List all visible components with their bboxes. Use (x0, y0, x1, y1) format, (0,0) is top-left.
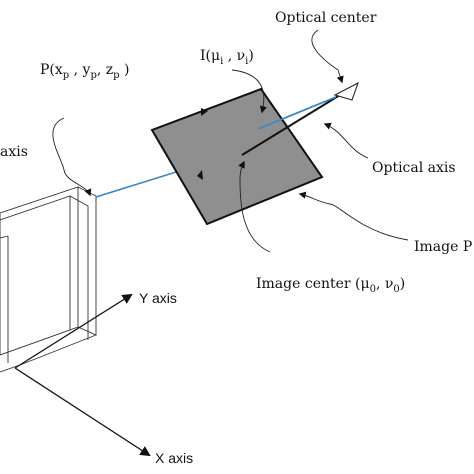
x-axis-line (14, 367, 151, 457)
leader-optical-axis (323, 122, 369, 159)
point-p-label: P(xp , yp, zp ) (40, 62, 129, 81)
leader-image-point (231, 69, 267, 114)
world-frame-box (0, 186, 97, 373)
x-axis-label: X axis (155, 450, 193, 466)
leader-optical-center (311, 29, 344, 84)
leader-point-p (52, 117, 92, 197)
leader-image-center (238, 160, 271, 253)
image-plane-surface (150, 87, 324, 226)
y-axis: Y axis (14, 290, 177, 369)
triangle-arrow-icon (197, 170, 203, 180)
leader-image-plane (298, 191, 409, 241)
optical-center-label: Optical center (275, 10, 377, 26)
image-center-label: Image center (μ0, ν0) (256, 276, 405, 295)
image-plane (150, 87, 324, 226)
image-plane-label: Image P (414, 239, 472, 255)
box-inner-edges (0, 195, 71, 363)
y-axis-label: Y axis (139, 290, 177, 306)
image-point-label: I(μi , νi) (200, 48, 254, 67)
optical-axis-highlight (257, 96, 337, 130)
optical-axis-label: Optical axis (372, 160, 456, 176)
triangle-arrow-icon (201, 108, 208, 116)
y-axis-line (14, 293, 133, 369)
x-axis: X axis (14, 367, 193, 466)
world-axis-partial-label: axis (0, 144, 28, 160)
box-front-face (0, 186, 79, 356)
arrowhead-icon (333, 81, 359, 101)
optical-axis-line (241, 94, 341, 156)
